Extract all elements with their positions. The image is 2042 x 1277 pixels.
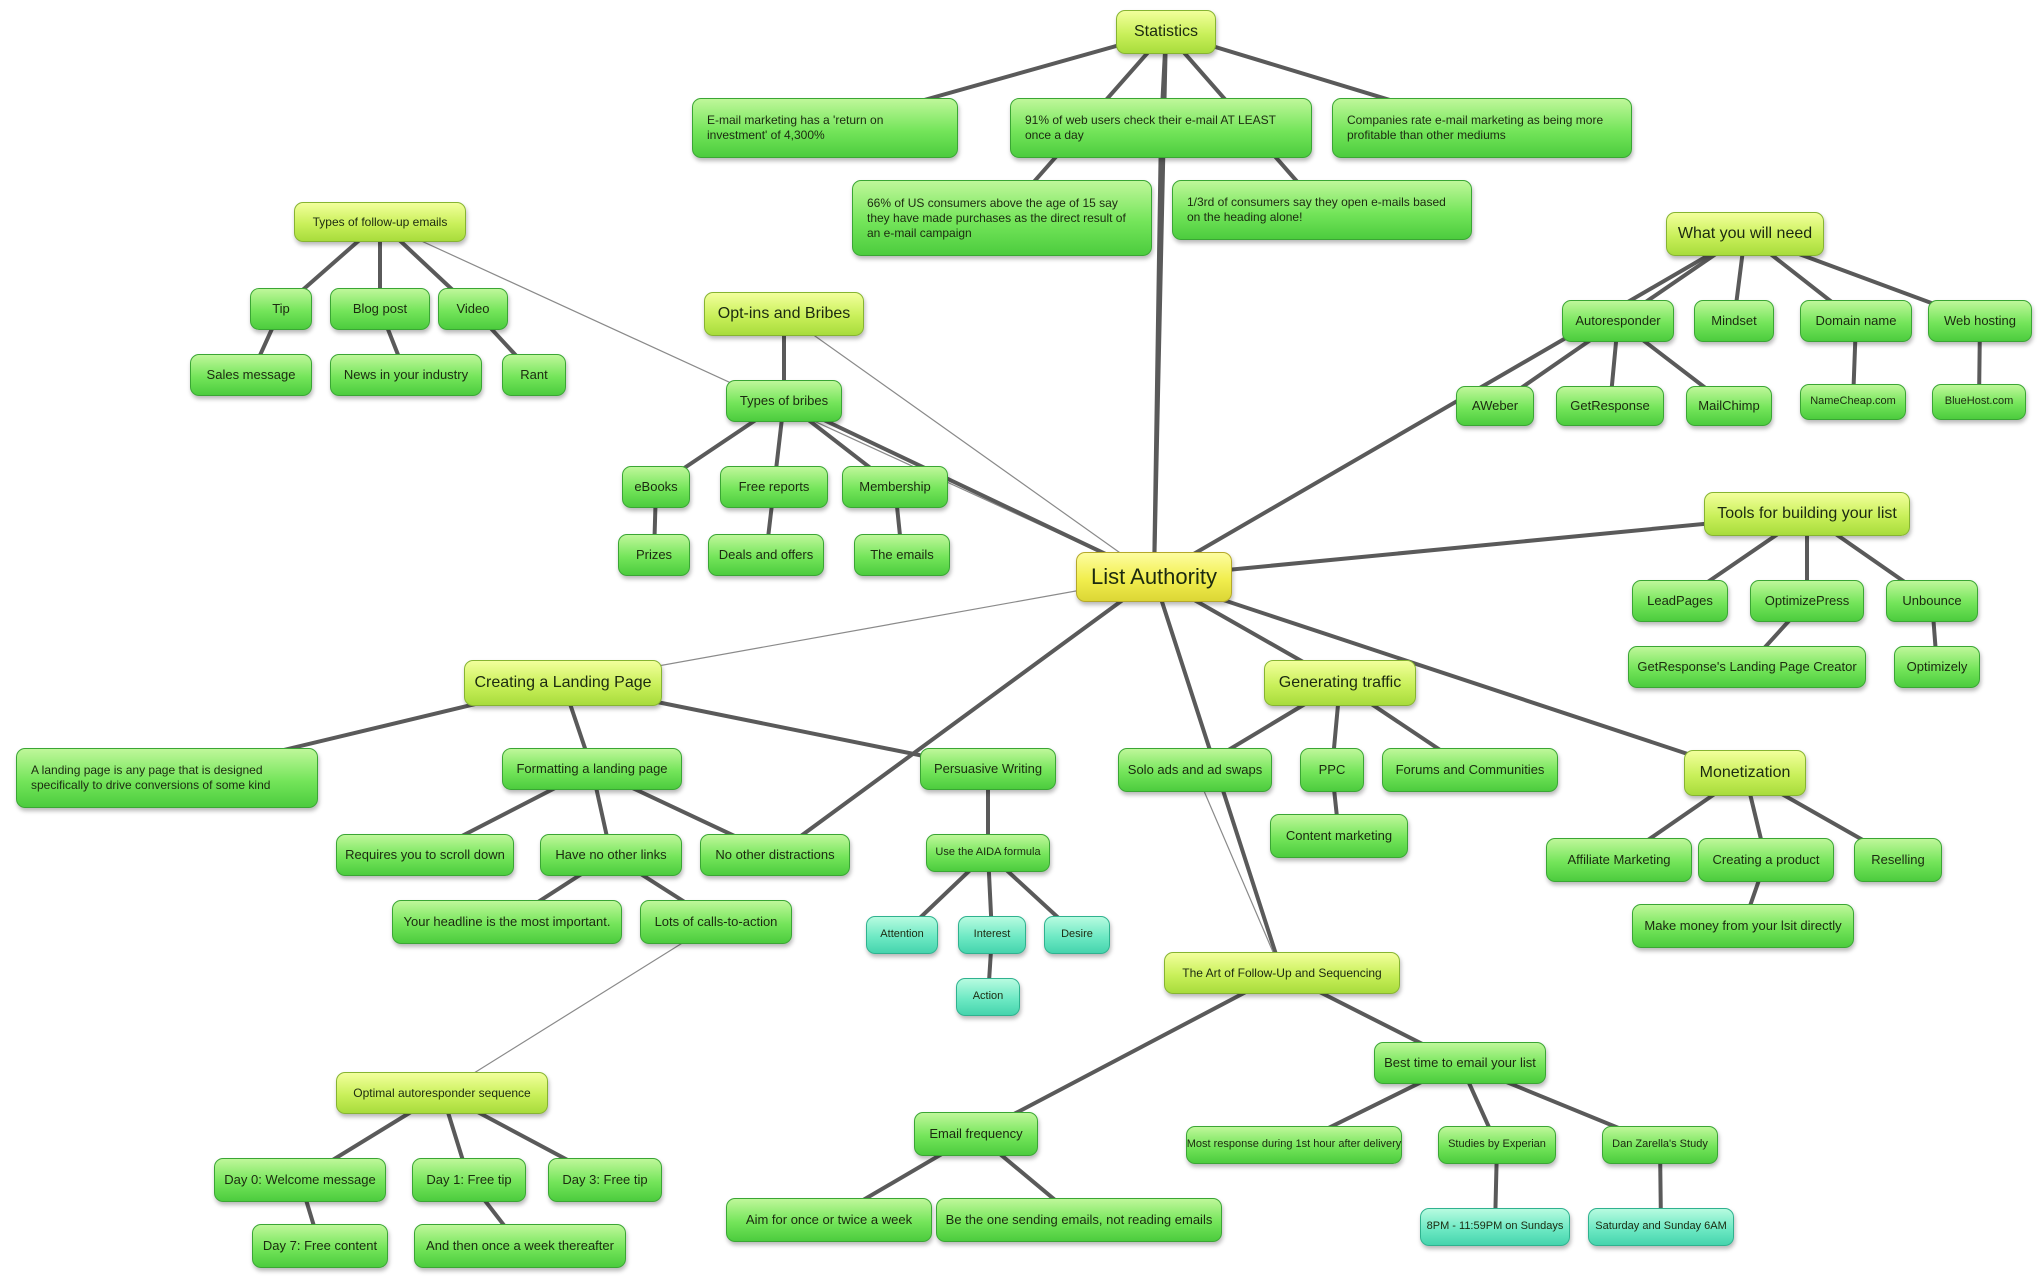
topic-statistics[interactable]: Statistics xyxy=(1116,10,1216,54)
node-once-a-week-thereafter[interactable]: And then once a week thereafter xyxy=(414,1224,626,1268)
topic-types-of-follow-up-emails[interactable]: Types of follow-up emails xyxy=(294,202,466,242)
node-getresponse[interactable]: GetResponse xyxy=(1556,386,1664,426)
node-deals-and-offers[interactable]: Deals and offers xyxy=(708,534,824,576)
node-tip[interactable]: Tip xyxy=(250,288,312,330)
node-types-of-bribes[interactable]: Types of bribes xyxy=(726,380,842,422)
node-content-marketing[interactable]: Content marketing xyxy=(1270,814,1408,858)
node-studies-by-experian[interactable]: Studies by Experian xyxy=(1438,1126,1556,1164)
node-have-no-other-links[interactable]: Have no other links xyxy=(540,834,682,876)
topic-what-you-will-need[interactable]: What you will need xyxy=(1666,212,1824,256)
root-node-list-authority[interactable]: List Authority xyxy=(1076,552,1232,602)
node-news-in-your-industry[interactable]: News in your industry xyxy=(330,354,482,396)
node-web-hosting[interactable]: Web hosting xyxy=(1928,300,2032,342)
node-optimizely[interactable]: Optimizely xyxy=(1894,646,1980,688)
node-landing-page-definition[interactable]: A landing page is any page that is desig… xyxy=(16,748,318,808)
node-interest[interactable]: Interest xyxy=(958,916,1026,954)
connector-root-stat_91 xyxy=(1152,126,1163,579)
node-rant[interactable]: Rant xyxy=(502,354,566,396)
topic-generating-traffic[interactable]: Generating traffic xyxy=(1264,660,1416,706)
node-the-emails[interactable]: The emails xyxy=(854,534,950,576)
node-lots-of-calls-to-action[interactable]: Lots of calls-to-action xyxy=(640,900,792,944)
node-unbounce[interactable]: Unbounce xyxy=(1886,580,1978,622)
node-use-the-aida-formula[interactable]: Use the AIDA formula xyxy=(926,834,1050,872)
node-prizes[interactable]: Prizes xyxy=(618,534,690,576)
connector-root-monetization xyxy=(1152,575,1747,775)
node-day-0-welcome[interactable]: Day 0: Welcome message xyxy=(214,1158,386,1202)
node-be-the-one-sending[interactable]: Be the one sending emails, not reading e… xyxy=(936,1198,1222,1242)
connector-calls_action-optimal xyxy=(441,921,717,1094)
node-solo-ads-and-ad-swaps[interactable]: Solo ads and ad swaps xyxy=(1118,748,1272,792)
node-bluehost[interactable]: BlueHost.com xyxy=(1932,384,2026,420)
node-leadpages[interactable]: LeadPages xyxy=(1632,580,1728,622)
node-requires-scroll-down[interactable]: Requires you to scroll down xyxy=(336,834,514,876)
node-action[interactable]: Action xyxy=(956,978,1020,1016)
node-formatting-a-landing-page[interactable]: Formatting a landing page xyxy=(502,748,682,790)
topic-tools-for-building-your-list[interactable]: Tools for building your list xyxy=(1704,492,1910,536)
connector-solo_ads-followup_seq xyxy=(1194,769,1283,974)
node-mailchimp[interactable]: MailChimp xyxy=(1686,386,1772,426)
node-dan-zarella-study[interactable]: Dan Zarella's Study xyxy=(1602,1126,1718,1164)
node-namecheap[interactable]: NameCheap.com xyxy=(1800,384,1906,420)
stat-91-percent[interactable]: 91% of web users check their e-mail AT L… xyxy=(1010,98,1312,158)
node-persuasive-writing[interactable]: Persuasive Writing xyxy=(920,748,1056,790)
node-autoresponder[interactable]: Autoresponder xyxy=(1562,300,1674,342)
stat-roi[interactable]: E-mail marketing has a 'return on invest… xyxy=(692,98,958,158)
node-day-7-free-content[interactable]: Day 7: Free content xyxy=(252,1224,388,1268)
node-sundays-8pm[interactable]: 8PM - 11:59PM on Sundays xyxy=(1420,1208,1570,1246)
node-aim-once-or-twice-a-week[interactable]: Aim for once or twice a week xyxy=(726,1198,932,1242)
stat-companies[interactable]: Companies rate e-mail marketing as being… xyxy=(1332,98,1632,158)
node-affiliate-marketing[interactable]: Affiliate Marketing xyxy=(1546,838,1692,882)
node-attention[interactable]: Attention xyxy=(866,916,938,954)
node-desire[interactable]: Desire xyxy=(1044,916,1110,954)
topic-opt-ins-and-bribes[interactable]: Opt-ins and Bribes xyxy=(704,292,864,336)
node-optimizepress[interactable]: OptimizePress xyxy=(1750,580,1864,622)
node-day-3-free-tip[interactable]: Day 3: Free tip xyxy=(548,1158,662,1202)
connector-root-need xyxy=(1152,232,1747,579)
node-ppc[interactable]: PPC xyxy=(1300,748,1364,792)
node-forums-and-communities[interactable]: Forums and Communities xyxy=(1382,748,1558,792)
topic-optimal-autoresponder-sequence[interactable]: Optimal autoresponder sequence xyxy=(336,1072,548,1114)
node-no-other-distractions[interactable]: No other distractions xyxy=(700,834,850,876)
topic-art-of-follow-up-and-sequencing[interactable]: The Art of Follow-Up and Sequencing xyxy=(1164,952,1400,994)
node-email-frequency[interactable]: Email frequency xyxy=(914,1112,1038,1156)
node-creating-a-product[interactable]: Creating a product xyxy=(1698,838,1834,882)
stat-66-percent[interactable]: 66% of US consumers above the age of 15 … xyxy=(852,180,1152,256)
connector-followup_seq-email_freq xyxy=(974,971,1284,1136)
node-membership[interactable]: Membership xyxy=(842,466,948,508)
node-sales-message[interactable]: Sales message xyxy=(190,354,312,396)
node-getresponse-landing-page-creator[interactable]: GetResponse's Landing Page Creator xyxy=(1628,646,1866,688)
node-reselling[interactable]: Reselling xyxy=(1854,838,1942,882)
topic-creating-a-landing-page[interactable]: Creating a Landing Page xyxy=(464,660,662,706)
node-blog-post[interactable]: Blog post xyxy=(330,288,430,330)
node-ebooks[interactable]: eBooks xyxy=(622,466,690,508)
node-headline-most-important[interactable]: Your headline is the most important. xyxy=(392,900,622,944)
node-mindset[interactable]: Mindset xyxy=(1694,300,1774,342)
node-video[interactable]: Video xyxy=(438,288,508,330)
connector-root-types_bribes xyxy=(782,399,1156,579)
node-best-time-to-email[interactable]: Best time to email your list xyxy=(1374,1042,1546,1084)
topic-monetization[interactable]: Monetization xyxy=(1684,750,1806,796)
node-most-response-first-hour[interactable]: Most response during 1st hour after deli… xyxy=(1186,1126,1402,1164)
node-free-reports[interactable]: Free reports xyxy=(720,466,828,508)
node-saturday-sunday-6am[interactable]: Saturday and Sunday 6AM xyxy=(1588,1208,1734,1246)
stat-one-third[interactable]: 1/3rd of consumers say they open e-mails… xyxy=(1172,180,1472,240)
node-make-money-from-list[interactable]: Make money from your lsit directly xyxy=(1632,904,1854,948)
connector-root-tools xyxy=(1152,512,1809,579)
connector-root-no_distractions xyxy=(773,575,1156,857)
node-domain-name[interactable]: Domain name xyxy=(1800,300,1912,342)
node-day-1-free-tip[interactable]: Day 1: Free tip xyxy=(412,1158,526,1202)
connector-root-optins xyxy=(783,313,1155,578)
node-aweber[interactable]: AWeber xyxy=(1456,386,1534,426)
